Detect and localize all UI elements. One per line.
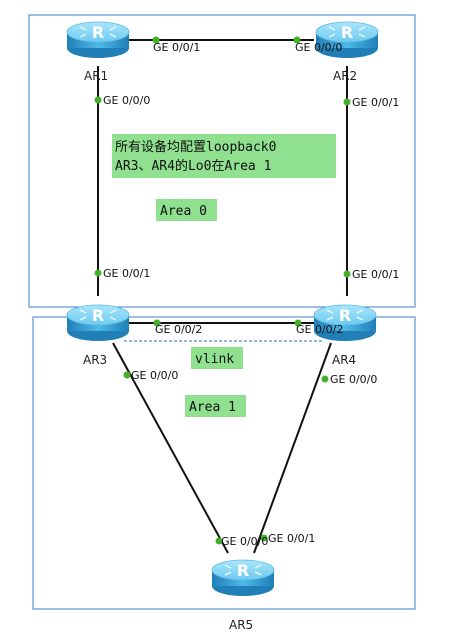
port-label: GE 0/0/1: [103, 267, 150, 280]
area-0-box: [28, 14, 416, 308]
port-label: GE 0/0/0: [330, 373, 377, 386]
port-dot: [94, 269, 102, 277]
router-ar1[interactable]: R: [66, 21, 130, 59]
port-dot: [260, 534, 268, 542]
router-name-ar4: AR4: [332, 353, 356, 367]
port-dot: [153, 319, 161, 327]
port-dot: [293, 36, 301, 44]
port-dot: [321, 375, 329, 383]
area1-label-background: [185, 395, 246, 417]
area-1-box: [32, 316, 416, 610]
router-icon-letter: R: [92, 23, 104, 42]
port-label: GE 0/0/0: [103, 94, 150, 107]
port-dot: [343, 98, 351, 106]
router-ar5[interactable]: R: [211, 559, 275, 597]
port-dots: [94, 36, 351, 545]
area0-label: Area 0: [160, 204, 207, 219]
router-ar4[interactable]: R: [313, 304, 377, 342]
area1-label: Area 1: [189, 400, 236, 415]
port-label: GE 0/0/2: [296, 323, 343, 336]
router-ar3[interactable]: R: [66, 304, 130, 342]
note-line-2: AR3、AR4的Lo0在Area 1: [115, 158, 271, 174]
port-dot: [94, 96, 102, 104]
router-name-ar3: AR3: [83, 353, 107, 367]
port-dot: [123, 371, 131, 379]
router-name-ar5: AR5: [229, 618, 253, 632]
router-name-ar2: AR2: [333, 69, 357, 83]
port-label: GE 0/0/0: [221, 535, 268, 548]
port-dot: [152, 36, 160, 44]
router-icon-letter: R: [92, 306, 104, 325]
port-label: GE 0/0/1: [268, 532, 315, 545]
vlink-label: vlink: [195, 352, 234, 367]
port-dot: [294, 319, 302, 327]
link-ar4-ar5: [253, 342, 332, 554]
note-line-1: 所有设备均配置loopback0: [115, 139, 276, 155]
port-dot: [215, 537, 223, 545]
port-label: GE 0/0/2: [155, 323, 202, 336]
port-label: GE 0/0/1: [153, 41, 200, 54]
area0-label-background: [156, 199, 217, 221]
router-icon-letter: R: [237, 561, 249, 580]
link-ar3-ar5: [112, 342, 229, 554]
port-label: GE 0/0/1: [352, 268, 399, 281]
port-dot: [343, 270, 351, 278]
router-icon-letter: R: [339, 306, 351, 325]
note-box-background: [112, 134, 336, 178]
port-label: GE 0/0/0: [131, 369, 178, 382]
router-ar2[interactable]: R: [315, 21, 379, 59]
vlink-label-background: [191, 347, 243, 369]
port-label: GE 0/0/1: [352, 96, 399, 109]
port-label: GE 0/0/0: [295, 41, 342, 54]
router-icon-letter: R: [341, 23, 353, 42]
router-name-ar1: AR1: [84, 69, 108, 83]
